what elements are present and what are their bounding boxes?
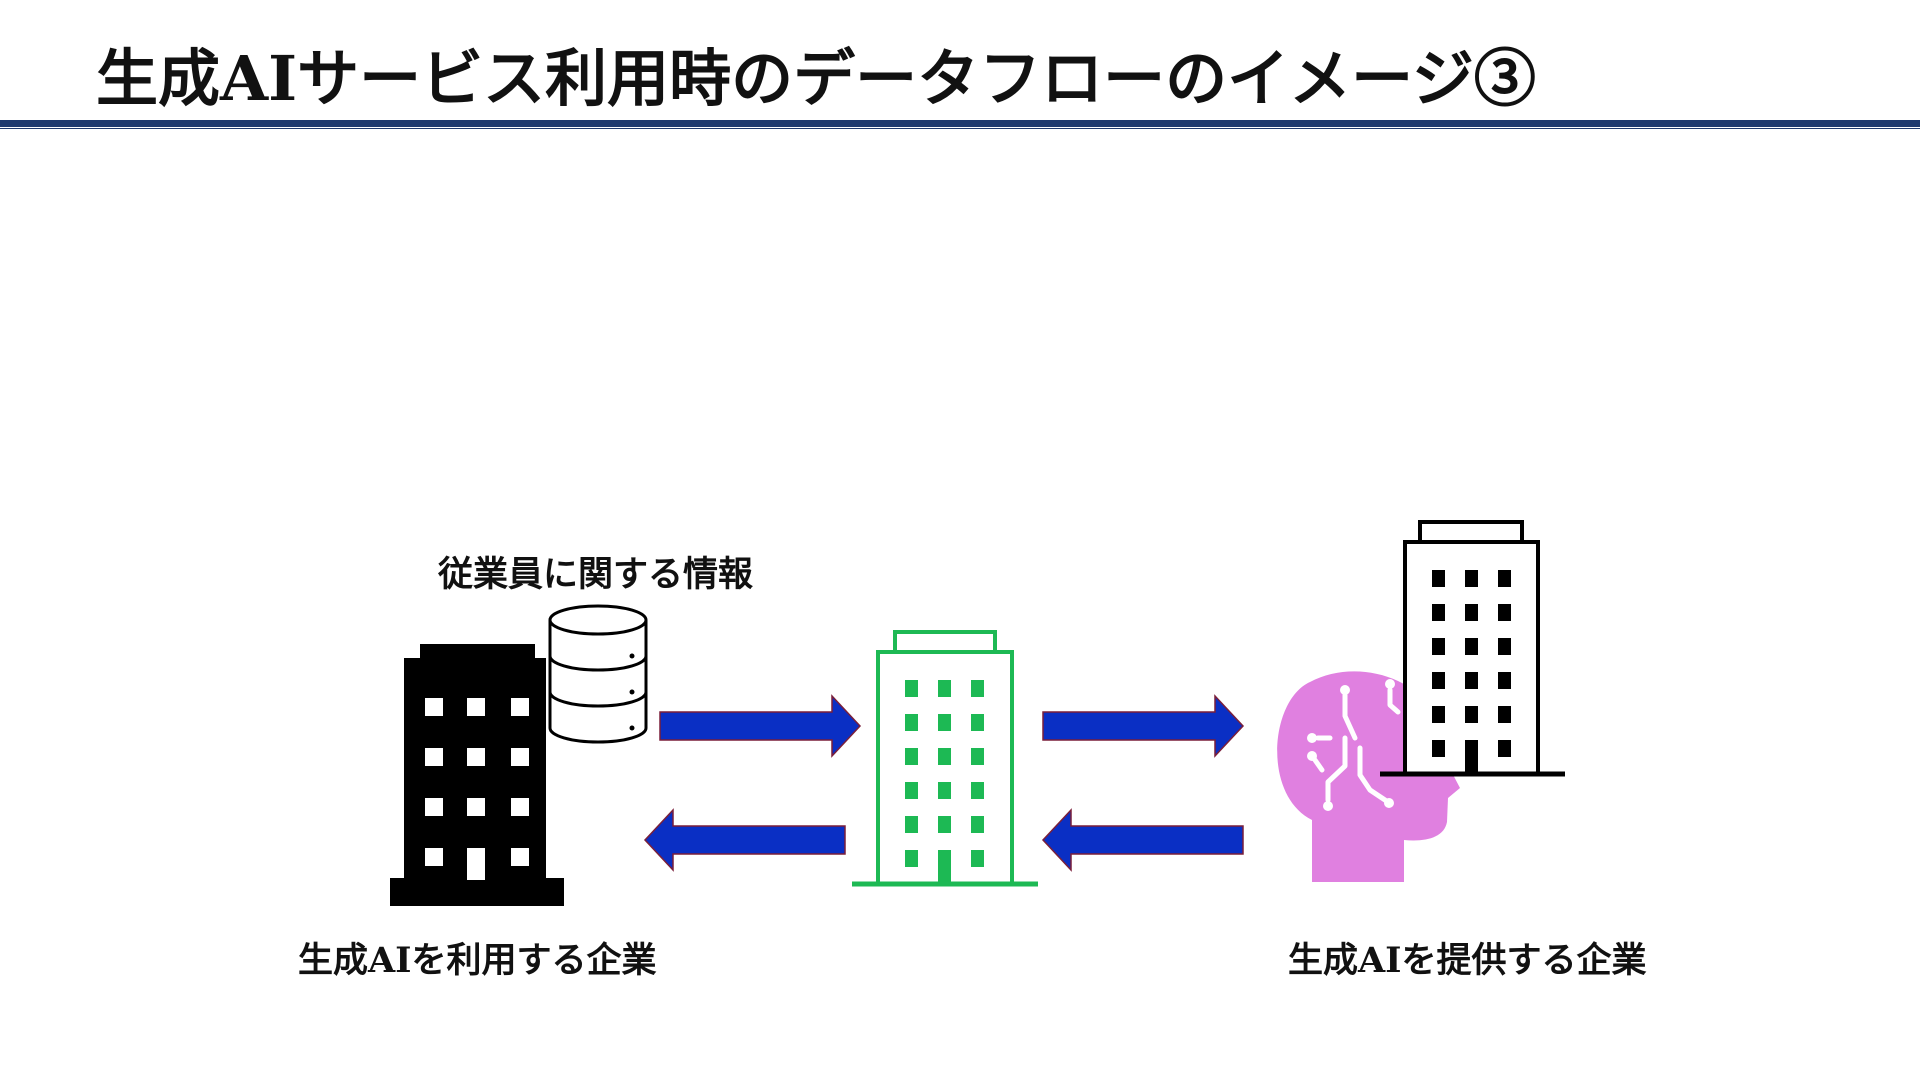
office-building-icon (852, 630, 1038, 887)
slide-title: 生成AIサービス利用時のデータフローのイメージ③ (96, 42, 1536, 115)
flow-arrow-right (659, 694, 862, 758)
database-icon (548, 604, 648, 744)
title-divider (0, 120, 1920, 127)
ai-provider-company-label: 生成AIを提供する企業 (1288, 940, 1647, 981)
ai-user-company-label: 生成AIを利用する企業 (298, 940, 657, 981)
title-divider-thin (0, 128, 1920, 129)
flow-arrow-left (643, 808, 846, 872)
flow-arrow-right (1042, 694, 1245, 758)
office-building-icon (390, 644, 564, 906)
flow-arrow-left (1041, 808, 1244, 872)
office-building-icon (1380, 520, 1565, 777)
employee-info-label: 従業員に関する情報 (438, 554, 754, 595)
